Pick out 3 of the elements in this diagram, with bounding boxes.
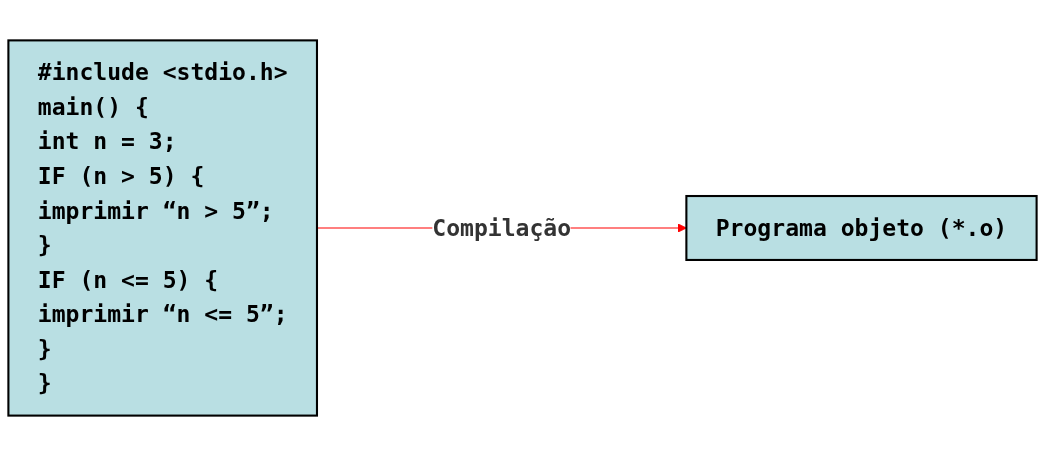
node-box: Programa objeto (*.o) <box>685 195 1038 261</box>
node-box: #include <stdio.h> main() { int n = 3; IF (n > 5) { imprimir “n > 5”; } IF (n <= 5) { imprimir “n <= 5”; } } <box>7 39 319 417</box>
edge-label: Compilação <box>432 214 572 242</box>
